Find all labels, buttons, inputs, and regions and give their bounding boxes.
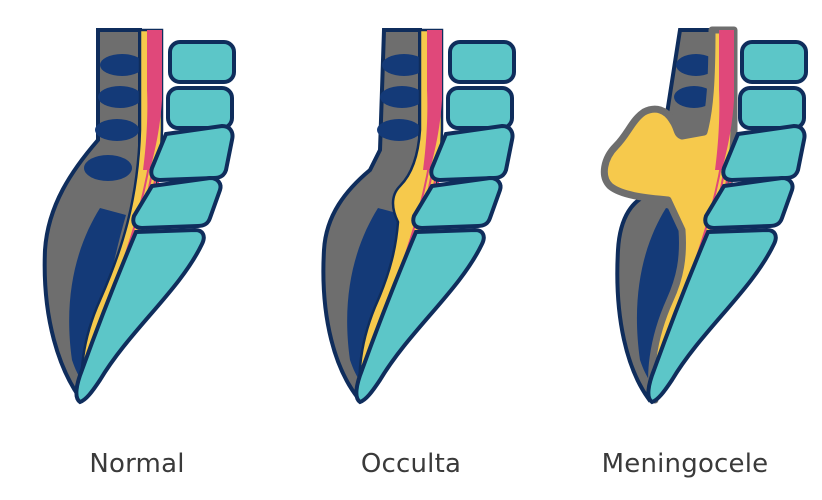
vertebra-l1: [168, 40, 236, 84]
panel-occulta: Occulta: [274, 0, 548, 500]
panel-label-meningocele: Meningocele: [601, 449, 769, 479]
spine-normal: [42, 28, 236, 405]
spinal-cord: [423, 30, 442, 170]
panel-meningocele: Meningocele: [548, 0, 822, 500]
spine-occulta: [321, 28, 516, 405]
vertebra-l3: [429, 123, 515, 183]
vertebrae: [646, 40, 808, 405]
sacrum: [646, 227, 778, 405]
fat-pads: [347, 54, 426, 392]
vertebra-l2: [446, 86, 514, 130]
spine-illustration-occulta: [321, 28, 516, 405]
spine-illustration-normal: [42, 28, 236, 405]
spine-meningocele: [600, 26, 808, 405]
spinal-cord: [143, 30, 162, 170]
panel-normal: Normal: [0, 0, 274, 500]
vertebrae: [74, 40, 236, 405]
vertebra-l1: [448, 40, 516, 84]
vertebra-l2: [166, 86, 234, 130]
panel-label-normal: Normal: [89, 449, 185, 479]
sacrum: [74, 227, 206, 405]
vertebra-l1: [740, 40, 808, 84]
vertebra-l4: [703, 175, 795, 231]
vertebrae: [354, 40, 516, 405]
spine-illustration-meningocele: [600, 26, 808, 405]
sacrum: [354, 227, 486, 405]
vertebra-l4: [131, 175, 223, 231]
vertebra-l3: [149, 123, 235, 183]
spinal-cord: [715, 30, 734, 170]
vertebra-l3: [721, 123, 807, 183]
fat-pads: [69, 54, 144, 392]
vertebra-l2: [738, 86, 806, 130]
vertebra-l4: [411, 175, 503, 231]
panel-label-occulta: Occulta: [360, 449, 462, 479]
